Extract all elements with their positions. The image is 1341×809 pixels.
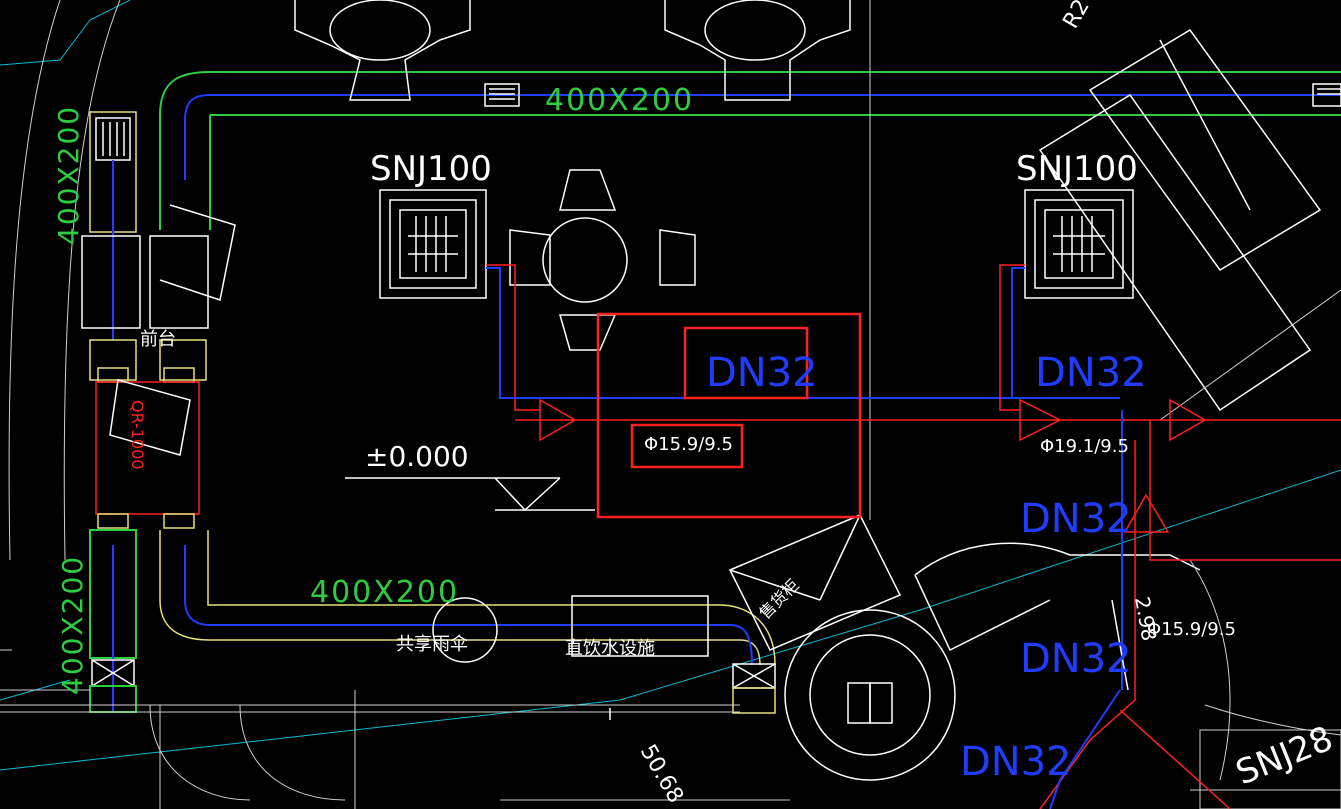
building-outline-left: [0, 0, 121, 651]
air-grille-top: [484, 83, 1341, 107]
duct-size-label-bottom: 400X200: [310, 575, 459, 610]
pipe-diameter-label-bottom-right: Φ15.9/9.5: [1147, 619, 1236, 640]
duct-size-label-top: 400X200: [545, 83, 694, 118]
umbrella-circle: [432, 597, 498, 663]
pipe-dn-label-right-mid: DN32: [1020, 496, 1132, 542]
elevation-label: ±0.000: [365, 440, 469, 473]
indoor-unit-left: [379, 189, 487, 299]
unit-model-label-left: SNJ100: [370, 149, 492, 189]
pipe-dn-label-bottom: DN32: [960, 739, 1072, 785]
pipe-diameter-label-right: Φ19.1/9.5: [1040, 436, 1129, 457]
table-top-right: [664, 0, 851, 101]
dimension-marks: [609, 599, 1129, 720]
elevation-marker: [345, 477, 595, 512]
revolving-door: [784, 609, 956, 781]
highlight-region-box[interactable]: [596, 312, 862, 519]
unit-model-label-right: SNJ100: [1016, 149, 1138, 189]
duct-size-label-left-lower: 400X200: [56, 555, 89, 695]
floor-outline-bottom: [0, 689, 790, 809]
front-desk-label: 前台: [140, 329, 176, 350]
pipe-diameter-label-highlight[interactable]: Φ15.9/9.5: [644, 434, 733, 455]
highlight-pipe-size-box[interactable]: [630, 423, 744, 469]
water-station-label: 直饮水设施: [565, 638, 655, 659]
pipe-dn-label-highlight[interactable]: DN32: [706, 350, 818, 396]
table-top-left: [294, 0, 471, 101]
highlight-dn-label-box[interactable]: [683, 326, 809, 400]
pipe-dn-label-right-top: DN32: [1035, 350, 1147, 396]
pipe-dn-label-right-lower: DN32: [1020, 636, 1132, 682]
building-outline-bottom-right: [914, 542, 1341, 809]
hrv-unit-label: QR-1000: [128, 400, 147, 470]
vending-cabinet: [728, 514, 902, 651]
duct-size-label-left-upper: 400X200: [52, 105, 85, 245]
indoor-unit-right: [1024, 189, 1134, 299]
water-station-outline: [571, 595, 709, 657]
duct-left-column: [81, 111, 236, 713]
refrigerant-pipes: [486, 264, 1341, 809]
umbrella-label: 共享雨伞: [396, 634, 468, 655]
building-outline-right: [1038, 29, 1341, 421]
supply-duct-top: [159, 71, 1341, 230]
